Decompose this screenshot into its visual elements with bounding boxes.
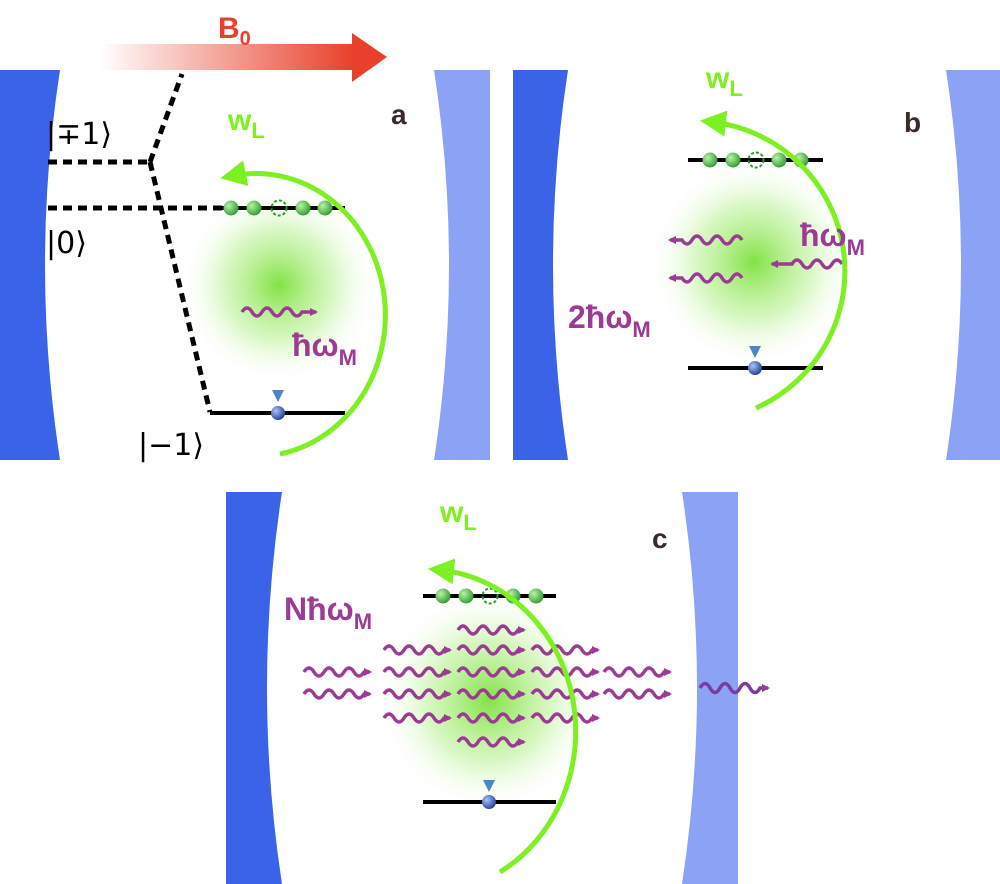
panel-a-w-label: wL xyxy=(227,104,265,143)
photon-wave xyxy=(530,688,600,700)
photon-wave xyxy=(530,644,600,656)
panel-b-photon2-label: 2ħωM xyxy=(568,299,651,342)
photon-wave xyxy=(456,624,526,636)
photon-wave xyxy=(382,644,452,656)
panel-b-photon-label: ħωM xyxy=(800,217,865,260)
mirror-right-a xyxy=(434,70,490,460)
laser-pump-arc xyxy=(428,558,579,875)
panel-c xyxy=(226,492,770,884)
photon-wave xyxy=(456,688,526,700)
photon-wave xyxy=(602,666,672,678)
magnetic-field-arrow xyxy=(100,33,387,82)
mirror-left-c xyxy=(226,492,282,884)
panel-c-photonN-label: NħωM xyxy=(284,591,372,634)
photon-wave-in xyxy=(770,258,844,270)
ket-plus: |∓1⟩ xyxy=(46,117,112,152)
photon-wave xyxy=(382,666,452,678)
photon-wave-out-1 xyxy=(668,234,744,246)
ground-atom xyxy=(482,795,496,809)
laser-pump-arc xyxy=(220,160,388,457)
photon-wave xyxy=(302,688,372,700)
mirror-left-b xyxy=(513,70,568,460)
ket-zero: |0⟩ xyxy=(46,226,87,261)
atoms-excited xyxy=(435,587,544,605)
panel-c-w-label: wL xyxy=(439,496,477,535)
panel-b xyxy=(513,70,1000,460)
photon-wave xyxy=(530,666,600,678)
photon-wave-out-2 xyxy=(668,272,744,284)
atoms-excited xyxy=(223,199,333,217)
photon-wave xyxy=(456,666,526,678)
mirror-right-b xyxy=(946,70,1000,460)
ground-atom xyxy=(748,361,762,375)
panel-b-w-label: wL xyxy=(705,62,743,101)
photon-wave xyxy=(302,666,372,678)
panel-c-tag: c xyxy=(652,523,668,554)
panel-b-tag: b xyxy=(904,107,921,138)
photon-wave xyxy=(602,688,672,700)
panel-a-tag: a xyxy=(391,99,407,130)
panel-a-photon-label: ħωM xyxy=(292,327,357,370)
photon-wave xyxy=(456,736,526,748)
photon-wave xyxy=(456,712,526,724)
laser-pump-arc xyxy=(700,110,848,411)
photon-wave xyxy=(456,644,526,656)
panel-a xyxy=(0,70,490,460)
photon-wave xyxy=(382,712,452,724)
ground-atom xyxy=(271,406,285,420)
photon-cascade xyxy=(302,624,672,748)
photon-wave xyxy=(382,688,452,700)
photon-wave xyxy=(530,712,600,724)
photon-wave xyxy=(240,306,318,318)
ket-minus: |−1⟩ xyxy=(138,428,204,463)
mirror-left-a xyxy=(0,70,60,460)
field-label: B0 xyxy=(218,12,251,50)
output-photon xyxy=(698,681,770,695)
